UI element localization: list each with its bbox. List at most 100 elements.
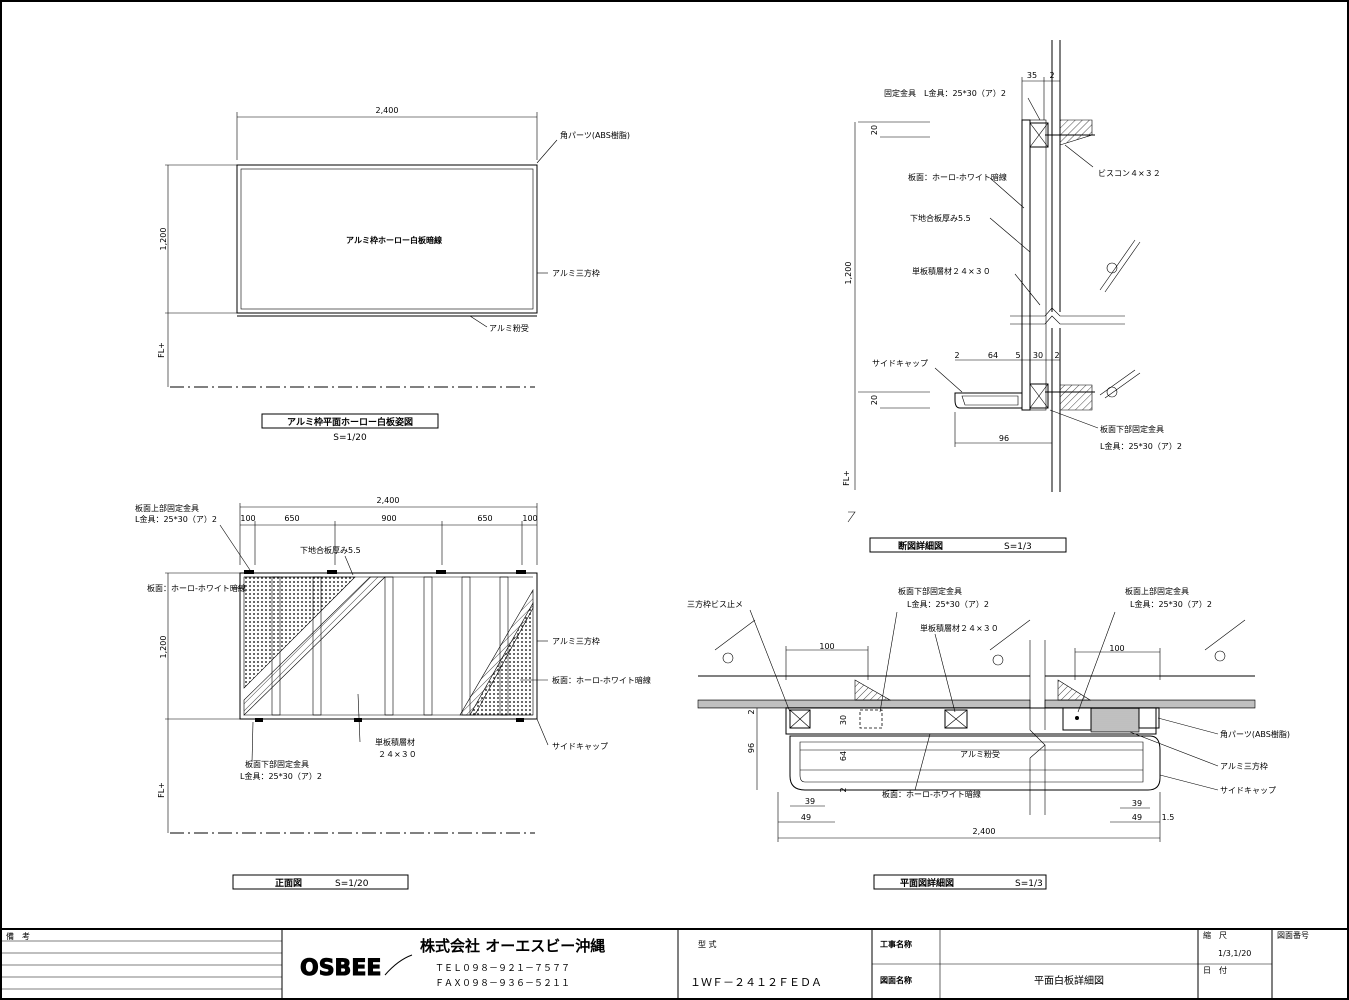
front-top-bracket-2: L金具：25*30（ア）2: [135, 514, 217, 524]
plan-title: 平面図詳細図: [900, 877, 954, 889]
plan-lumber: 単板積層材２４×３０: [920, 623, 999, 633]
project-label: 工事名称: [880, 939, 912, 949]
front-width-dim: 2,400: [377, 496, 400, 505]
front-seg-4: 650: [477, 514, 492, 523]
plan-scale: S=1/3: [1015, 879, 1043, 889]
drawing-no-label: 図面番号: [1277, 930, 1309, 940]
plan-bottom-bracket-2: L金具：25*30（ア）2: [907, 599, 989, 609]
front-surface-left: 板面：ホーロ-ホワイト暗線: [147, 583, 246, 593]
section-dim-20a: 20: [870, 125, 879, 135]
board-inner: [240, 168, 534, 310]
front-seg-1: 100: [240, 514, 255, 523]
drawing-elevation: 2,400 1,200 FL+ アルミ枠ホーロー白板暗線 角パーツ(ABS樹脂)…: [157, 106, 630, 443]
section-scale: S=1/3: [1004, 542, 1032, 552]
plan-dim-2b: 2: [839, 787, 848, 792]
plan-screw-stop: 三方枠ビス止メ: [687, 599, 743, 609]
elevation-fl-label: FL+: [157, 342, 166, 358]
drawing-section: 35 2 固定金具 L金具：25*30（ア）2 20 ビスコン４×３２ 板面：ホ…: [842, 40, 1182, 553]
front-title: 正面図: [275, 878, 302, 889]
elevation-width-dim: 2,400: [376, 106, 399, 115]
frame-label: アルミ三方枠: [552, 268, 600, 278]
drawing-name-label: 図面名称: [880, 975, 912, 985]
logo-leaf-icon: [384, 954, 413, 976]
section-dim-96: 96: [999, 434, 1009, 443]
plan-dim-39b: 39: [1132, 799, 1142, 808]
plan-dim-49b: 49: [1132, 813, 1142, 822]
company-name: 株式会社 オーエスビー沖縄: [420, 937, 605, 955]
plan-dim-39a: 39: [805, 797, 815, 806]
corner-part-label: 角パーツ(ABS樹脂): [560, 130, 630, 140]
section-surface: 板面：ホーロ-ホワイト暗線: [908, 172, 1007, 182]
board-outline: [236, 164, 538, 314]
section-dim-20b: 20: [870, 395, 879, 405]
front-fl-label: FL+: [157, 782, 166, 798]
elevation-title: アルミ枠平面ホーロー白板姿図: [287, 416, 413, 428]
drawing-name-value: 平面白板詳細図: [1034, 974, 1104, 987]
plan-top-bracket-2: L金具：25*30（ア）2: [1130, 599, 1212, 609]
company-logo: OSBEE: [300, 956, 381, 981]
section-dim-64: 64: [988, 351, 998, 360]
plan-dim-2: 2: [747, 709, 756, 714]
section-dim-30: 30: [1033, 351, 1043, 360]
section-bottom-bracket-1: 板面下部固定金具: [1100, 424, 1164, 434]
section-fl-label: FL+: [842, 470, 851, 486]
remarks-label: 備 考: [6, 931, 30, 941]
elevation-scale: S=1/20: [333, 433, 367, 443]
front-board-outline: [239, 572, 538, 720]
tray-label: アルミ粉受: [489, 323, 529, 333]
section-substrate: 下地合板厚み5.5: [910, 213, 971, 223]
title-block: 備 考 OSBEE 株式会社 オーエスビー沖縄 ＴＥＬ０９８－９２１－７５７７ …: [1, 928, 1348, 999]
model-value: １ＷＦ－２４１２ＦＥＤＡ: [690, 976, 822, 989]
front-title-box: [232, 874, 409, 890]
front-side-cap: サイドキャップ: [552, 742, 608, 751]
section-lumber: 単板積層材２４×３０: [912, 266, 991, 276]
plan-dim-100b: 100: [1109, 644, 1124, 653]
drawing-plan: 三方枠ビス止メ 板面下部固定金具 L金具：25*30（ア）2 単板積層材２４×３…: [687, 586, 1290, 890]
front-height-dim: 1,200: [159, 636, 168, 659]
elevation-title-box: [261, 413, 439, 429]
board-center-label: アルミ枠ホーロー白板暗線: [346, 235, 442, 245]
front-substrate-label: 下地合板厚み5.5: [300, 545, 361, 555]
plan-dim-30: 30: [839, 715, 848, 725]
scale-label: 縮 尺: [1203, 930, 1227, 940]
drawing-front: 2,400 100 650 900 650 100 1,200 FL+: [135, 496, 651, 890]
plan-corner-part: 角パーツ(ABS樹脂): [1220, 729, 1290, 739]
section-title-box: [869, 537, 1067, 553]
plan-dim-64: 64: [839, 751, 848, 761]
company-fax: ＦＡＸ０９８－９３６－５２１１: [435, 979, 570, 989]
section-dim-2c: 2: [1054, 351, 1059, 360]
plan-bottom-bracket-1: 板面下部固定金具: [898, 586, 962, 596]
front-seg-5: 100: [522, 514, 537, 523]
section-height-dim: 1,200: [844, 262, 853, 285]
front-surface-right: 板面：ホーロ-ホワイト暗線: [552, 675, 651, 685]
section-title: 断図詳細図: [898, 540, 943, 552]
section-dim-2a: 2: [1049, 71, 1054, 80]
elevation-height-dim: 1,200: [159, 228, 168, 251]
plan-side-cap: サイドキャップ: [1220, 786, 1276, 795]
scale-value: 1/3,1/20: [1218, 949, 1251, 958]
plan-dim-49a: 49: [801, 813, 811, 822]
front-lumber-1: 単板積層材: [375, 737, 415, 747]
plan-top-bracket-1: 板面上部固定金具: [1125, 586, 1189, 596]
front-frame-label: アルミ三方枠: [552, 636, 600, 646]
section-bottom-bracket-2: L金具：25*30（ア）2: [1100, 441, 1182, 451]
plan-frame: アルミ三方枠: [1220, 761, 1268, 771]
front-scale: S=1/20: [335, 879, 369, 889]
date-label: 日 付: [1203, 965, 1227, 975]
section-dim-2b: 2: [954, 351, 959, 360]
front-seg-2: 650: [284, 514, 299, 523]
plan-tray-label: アルミ粉受: [960, 749, 1000, 759]
section-bracket-top: 固定金具 L金具：25*30（ア）2: [884, 88, 1006, 98]
plan-dim-96: 96: [747, 743, 756, 753]
plan-width-dim: 2,400: [973, 827, 996, 836]
section-dim-5: 5: [1015, 351, 1020, 360]
front-lumber-2: ２４×３０: [378, 750, 417, 759]
section-dim-35: 35: [1027, 71, 1037, 80]
model-label: 型 式: [698, 939, 717, 949]
plan-title-box: [873, 874, 1047, 890]
plan-dim-15: 1.5: [1162, 813, 1175, 822]
section-side-cap: サイドキャップ: [872, 359, 928, 368]
front-top-bracket-1: 板面上部固定金具: [135, 503, 199, 513]
